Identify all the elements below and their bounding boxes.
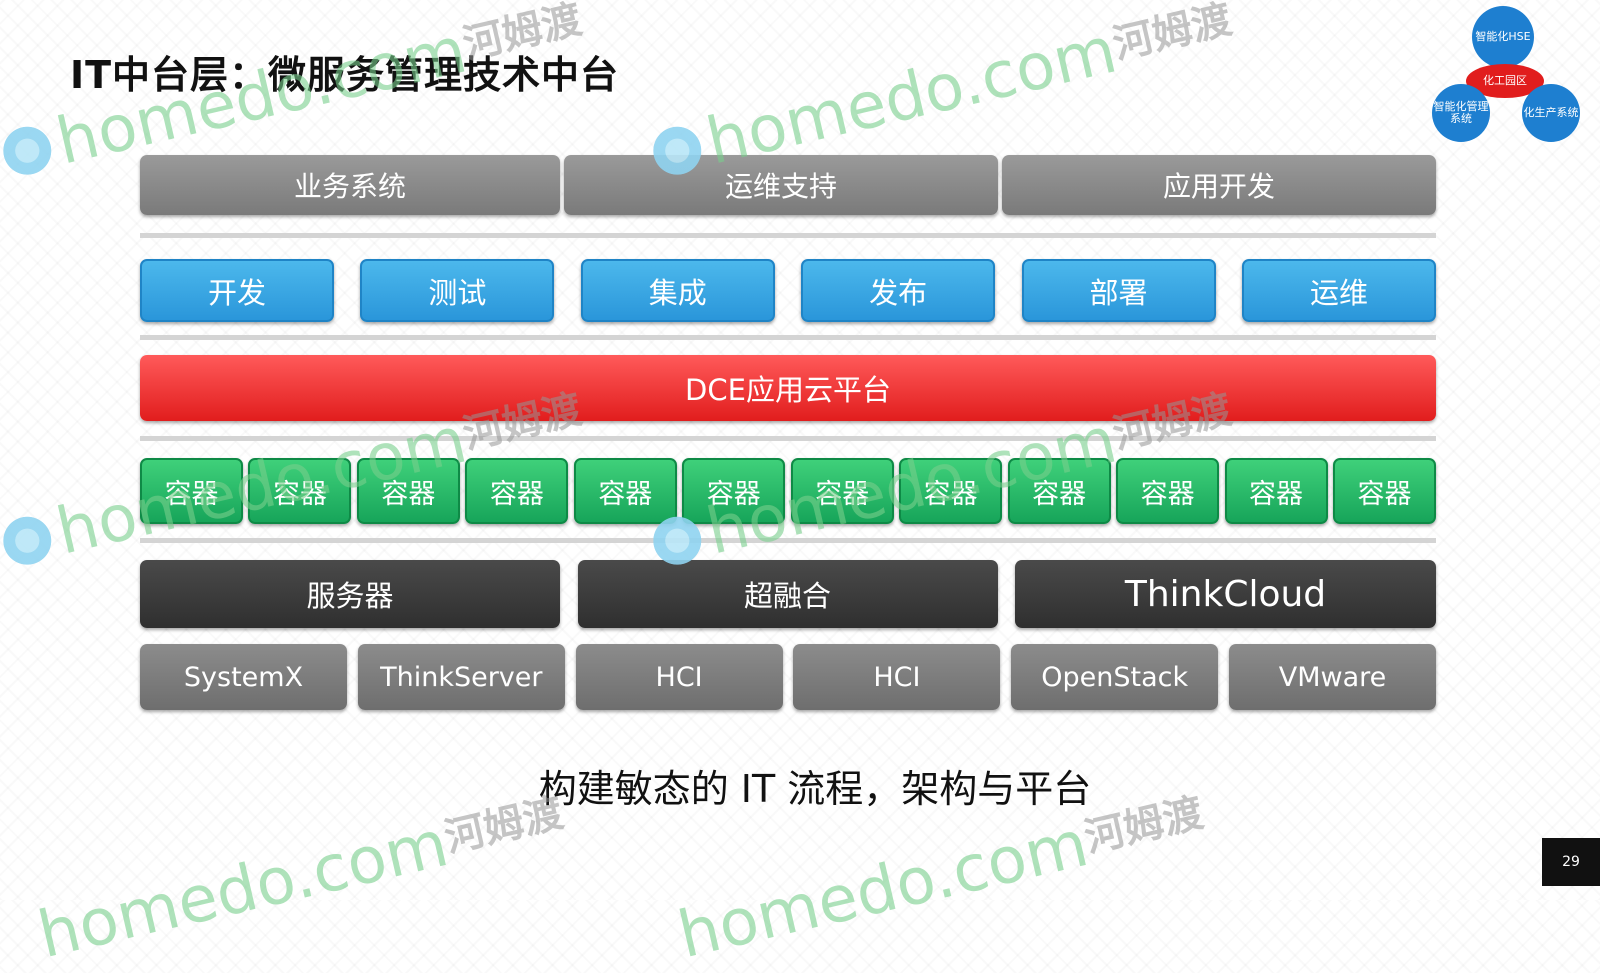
product-hci: HCI (575, 644, 783, 710)
container-box: 容器 (1224, 458, 1328, 524)
stage-develop: 开发 (140, 259, 334, 322)
container-box: 容器 (1116, 458, 1220, 524)
logo-circle-left: 智能化管理系统 (1432, 84, 1490, 142)
separator (140, 538, 1436, 543)
stage-deploy: 部署 (1021, 259, 1216, 322)
container-box: 容器 (682, 458, 786, 524)
watermark-brand: homedo.com (671, 807, 1095, 973)
business-system-box: 业务系统 (140, 155, 560, 215)
container-box: 容器 (573, 458, 677, 524)
container-box: 容器 (1007, 458, 1111, 524)
separator (140, 233, 1436, 238)
page-number: 29 (1542, 838, 1600, 886)
product-vmware: VMware (1228, 644, 1436, 710)
business-layer-row: 业务系统 运维支持 应用开发 (140, 155, 1436, 215)
container-box: 容器 (899, 458, 1003, 524)
product-openstack: OpenStack (1011, 644, 1219, 710)
product-systemx: SystemX (140, 644, 347, 710)
product-hci: HCI (793, 644, 1001, 710)
container-box: 容器 (248, 458, 352, 524)
watermark-brand: homedo.com (31, 807, 455, 973)
logo-circle-top: 智能化HSE (1472, 6, 1534, 68)
thinkcloud-box: ThinkCloud (1015, 560, 1436, 628)
slide-title: IT中台层：微服务管理技术中台 (70, 53, 620, 97)
server-box: 服务器 (140, 560, 560, 628)
devops-stages-row: 开发 测试 集成 发布 部署 运维 (140, 259, 1436, 322)
ops-support-box: 运维支持 (564, 155, 998, 215)
slide-subtitle: 构建敏态的 IT 流程，架构与平台 (538, 767, 1092, 811)
product-thinkserver: ThinkServer (357, 644, 565, 710)
container-box: 容器 (465, 458, 569, 524)
container-box: 容器 (790, 458, 894, 524)
corner-logo: 智能化HSE 化工园区 智能化管理系统 化生产系统 (1420, 0, 1600, 160)
infrastructure-row: 服务器 超融合 ThinkCloud (140, 560, 1436, 628)
flower-logo-icon (0, 507, 61, 575)
products-row: SystemX ThinkServer HCI HCI OpenStack VM… (140, 644, 1436, 710)
container-box: 容器 (1332, 458, 1436, 524)
logo-circle-right: 化生产系统 (1522, 84, 1580, 142)
stage-integrate: 集成 (580, 259, 775, 322)
flower-logo-icon (0, 117, 61, 185)
hyperconverged-box: 超融合 (577, 560, 998, 628)
app-dev-box: 应用开发 (1002, 155, 1436, 215)
container-box: 容器 (356, 458, 460, 524)
watermark-cn: 河姆渡 (1108, 0, 1237, 69)
stage-test: 测试 (360, 259, 555, 322)
separator (140, 436, 1436, 441)
stage-release: 发布 (801, 259, 996, 322)
stage-operate: 运维 (1241, 259, 1436, 322)
container-box: 容器 (140, 458, 243, 524)
separator (140, 335, 1436, 340)
dce-platform-bar: DCE应用云平台 (140, 355, 1436, 421)
containers-row: 容器 容器 容器 容器 容器 容器 容器 容器 容器 容器 容器 容器 (140, 458, 1436, 524)
